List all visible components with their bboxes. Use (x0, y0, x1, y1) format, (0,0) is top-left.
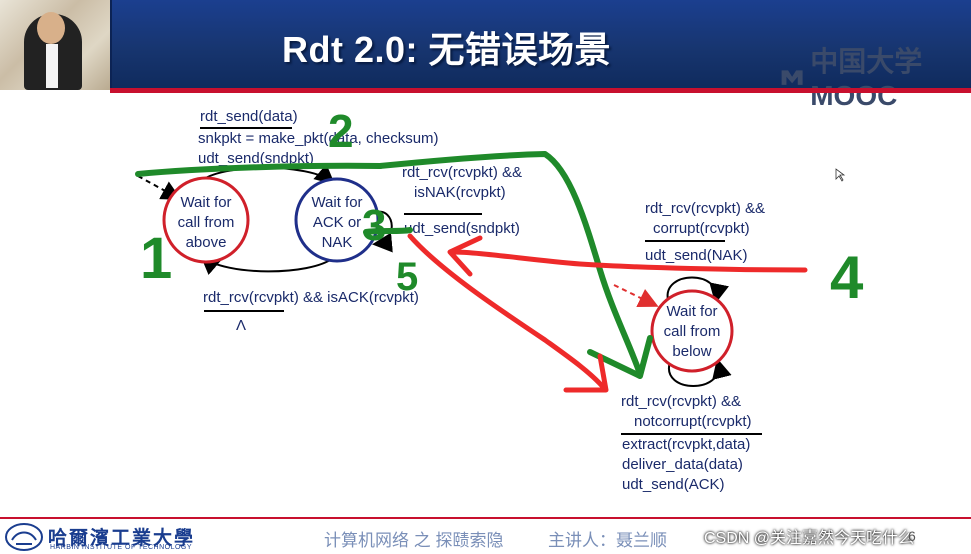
ack-event-label: rdt_rcv(rcvpkt) && isACK(rcvpkt) (203, 289, 419, 306)
notcorrupt-action-1: extract(rcvpkt,data) (622, 436, 750, 453)
notcorrupt-action-2: deliver_data(data) (622, 456, 743, 473)
lecturer-face (37, 12, 65, 44)
send-action-1: snkpkt = make_pkt(data, checksum) (198, 130, 439, 147)
school-name-cn: 哈爾濱工業大學 (48, 527, 196, 549)
annotation-step4: 4 (830, 244, 864, 311)
nak-event-line1: rdt_rcv(rcvpkt) && (402, 164, 522, 181)
corrupt-event-line2: corrupt(rcvpkt) (653, 220, 750, 237)
red-marker-path-nak (449, 249, 808, 273)
state-wait-call-below (650, 289, 734, 373)
university-logo-icon (5, 523, 43, 551)
header-divider (110, 88, 971, 93)
nak-self-loop (372, 210, 393, 253)
mooc-watermark: 中国大学MOOC (780, 40, 971, 112)
state-wait-ack-nak (294, 177, 380, 263)
send-event-label: rdt_send(data) (200, 108, 298, 125)
notcorrupt-event-line1: rdt_rcv(rcvpkt) && (621, 393, 741, 410)
state-wait-ack-nak-line1: Wait for (311, 194, 362, 211)
green-marker-loop-3 (363, 227, 413, 235)
mouse-cursor-icon (835, 168, 846, 182)
nak-action: udt_send(sndpkt) (404, 220, 520, 237)
state-wait-call-above-line2: call from (178, 214, 235, 231)
state-wait-ack-nak-line3: NAK (322, 234, 353, 251)
lecturer-video-thumbnail (0, 0, 112, 90)
course-title: 计算机网络 之 探赜索隐 (324, 531, 504, 550)
notcorrupt-action-3: udt_send(ACK) (622, 476, 725, 493)
page-number: 6 (908, 528, 916, 544)
corrupt-event-line1: rdt_rcv(rcvpkt) && (645, 200, 765, 217)
nak-event-line2: isNAK(rcvpkt) (414, 184, 506, 201)
annotation-step3: 3 (362, 201, 386, 250)
annotation-step5: 5 (396, 255, 418, 299)
corrupt-self-loop (666, 276, 729, 304)
mooc-brand-text: 中国大学MOOC (810, 46, 923, 111)
corrupt-action: udt_send(NAK) (645, 247, 748, 264)
state-wait-ack-nak-line2: ACK or (313, 214, 361, 231)
annotation-step2: 2 (328, 105, 354, 157)
green-marker-arrowhead (587, 335, 653, 379)
notcorrupt-event-line2: notcorrupt(rcvpkt) (634, 413, 752, 430)
state-wait-call-below-line1: Wait for (666, 303, 717, 320)
receiver-initial-arrow (613, 284, 659, 307)
ack-action-lambda: Λ (236, 317, 246, 334)
green-marker-path-send (135, 151, 643, 377)
lecturer-shirt (46, 44, 58, 88)
csdn-watermark: CSDN @关注嘉然今天吃什么 (704, 530, 915, 547)
state-wait-call-above-line1: Wait for (180, 194, 231, 211)
red-marker-arrowhead-resend (563, 353, 609, 393)
mooc-logo-icon (781, 70, 803, 85)
slide-header: Rdt 2.0: 无错误场景 中国大学MOOC (0, 0, 971, 111)
school-name-en: HARBIN INSTITUTE OF TECHNOLOGY (50, 544, 193, 551)
notcorrupt-self-loop (668, 358, 732, 387)
annotation-step1: 1 (140, 226, 172, 291)
slide-title: Rdt 2.0: 无错误场景 (282, 29, 612, 70)
red-marker-arrowhead-nak (447, 235, 483, 277)
state-wait-call-above (162, 176, 250, 264)
lecturer-name: 主讲人：聂兰顺 (548, 531, 667, 550)
state-wait-call-below-line3: below (672, 343, 711, 360)
state-wait-call-below-line2: call from (664, 323, 721, 340)
send-action-2: udt_send(sndpkt) (198, 150, 314, 167)
state-wait-call-above-line3: above (186, 234, 227, 251)
red-marker-path-resend (407, 233, 607, 391)
slide-footer: 哈爾濱工業大學 HARBIN INSTITUTE OF TECHNOLOGY 计… (0, 517, 971, 554)
